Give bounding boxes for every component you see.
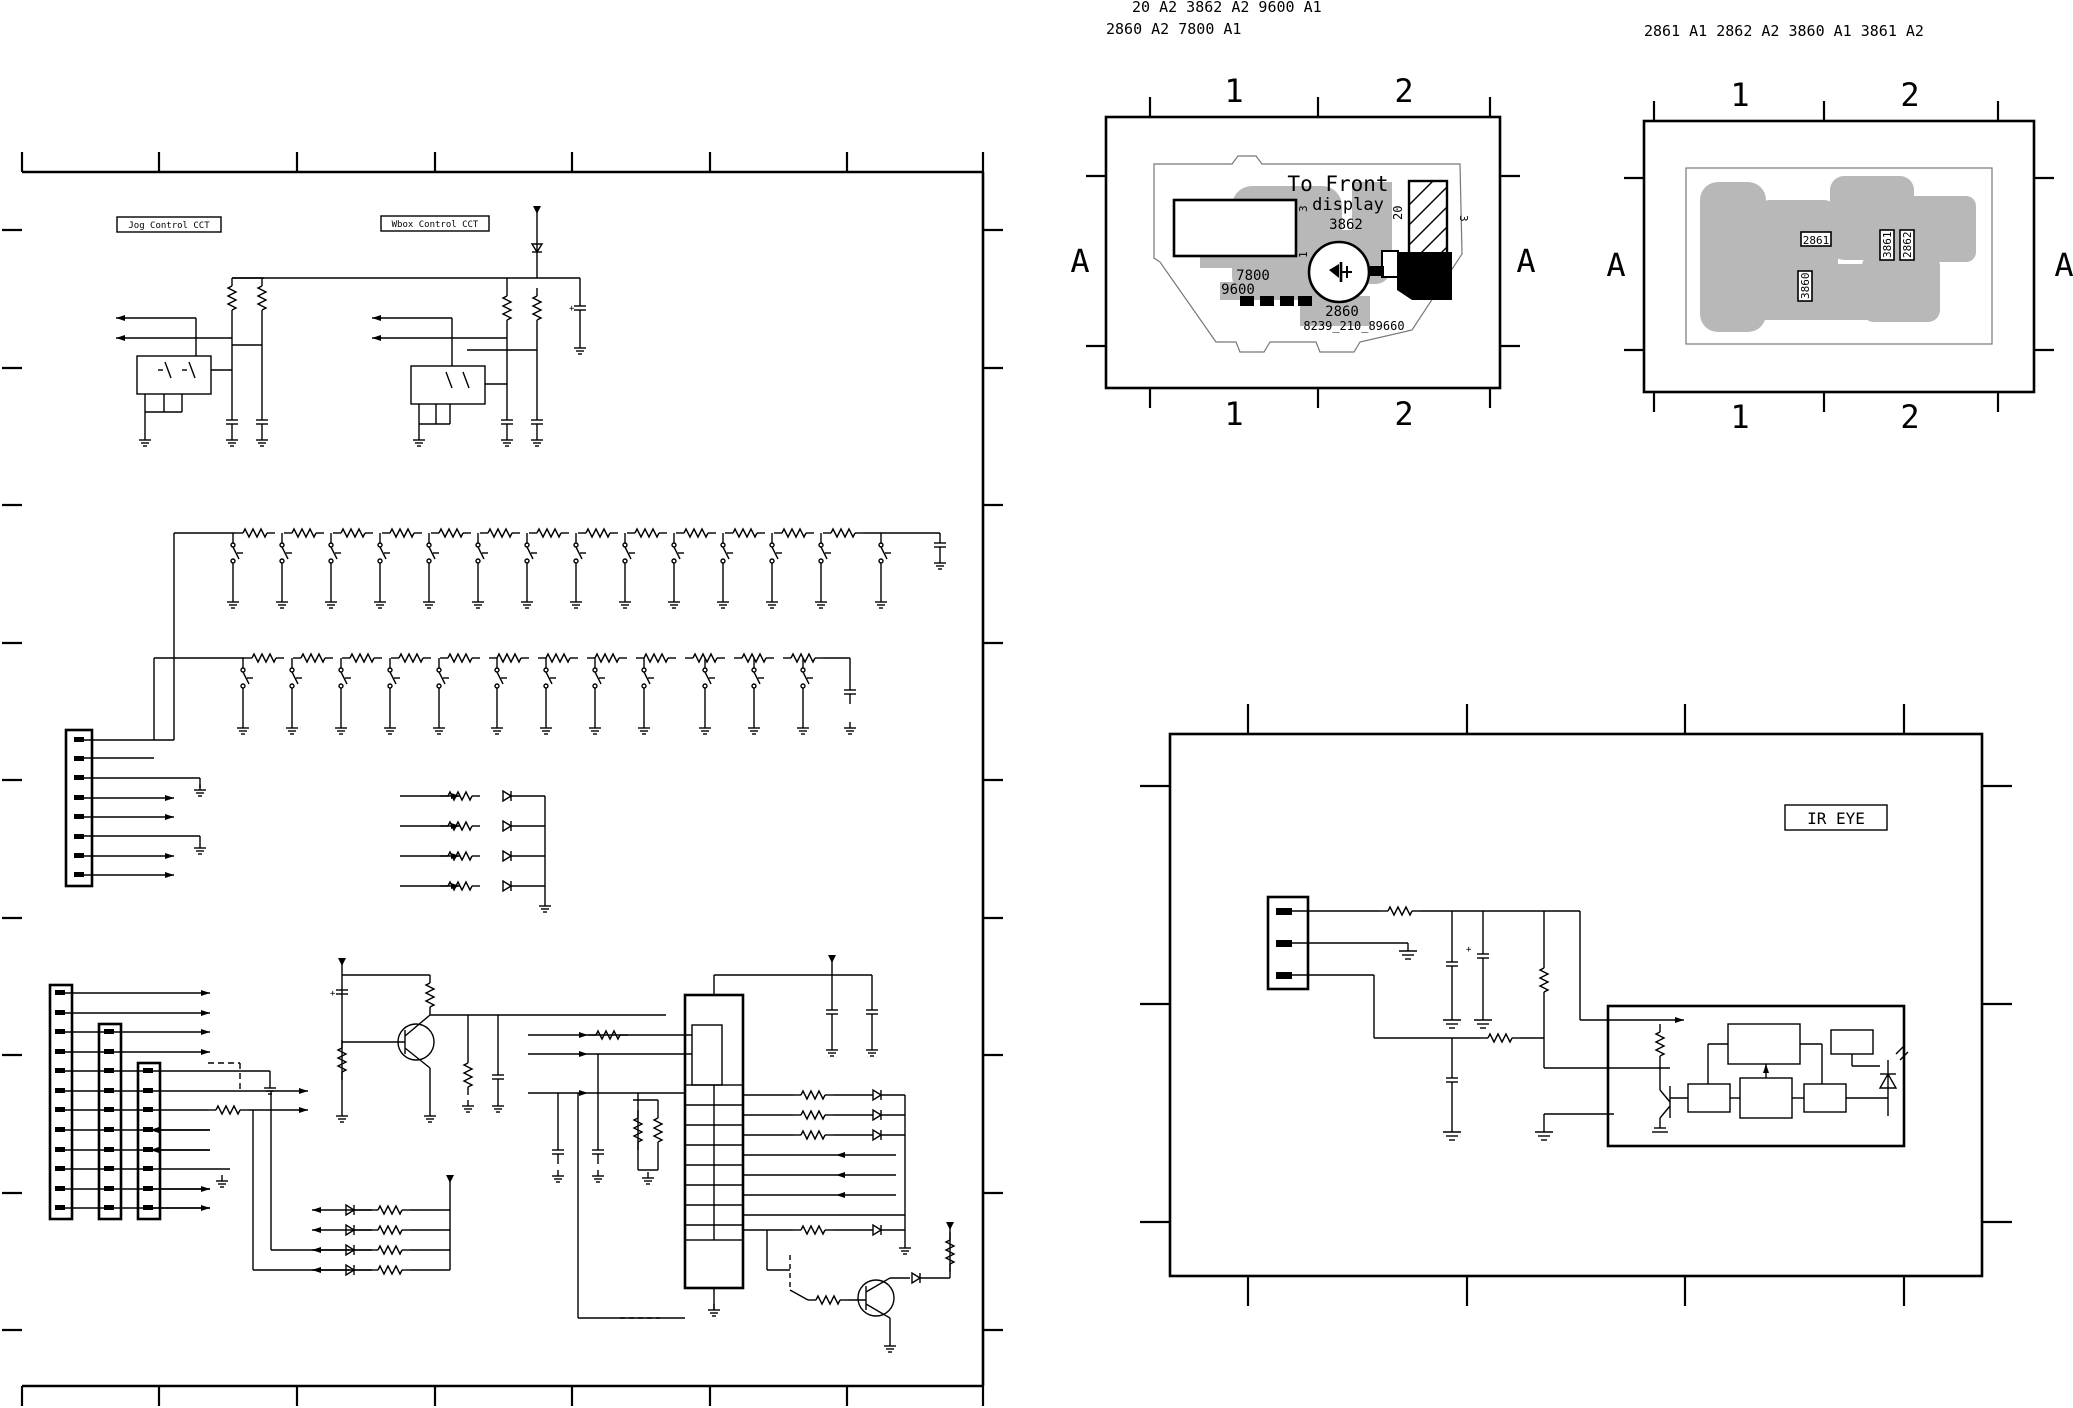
pcb-left-col2-top: 2 (1394, 72, 1413, 110)
pcb-left-ref-3862: 3862 (1329, 217, 1363, 233)
pcb-right-ref-2861: 2861 (1803, 234, 1830, 247)
key-ladder-1 (173, 528, 947, 740)
pcb-right-ref-3861: 3861 (1881, 232, 1894, 259)
connector-left-1 (64, 728, 207, 888)
main-schematic: Jog Control CCT Wbox Control CCT (2, 152, 1003, 1406)
pcb-right-ref-2862: 2862 (1901, 232, 1914, 259)
svg-text:+: + (569, 304, 575, 314)
pcb-left-ref-7800: 7800 (1236, 268, 1270, 284)
ic-driver (527, 955, 955, 1353)
svg-text:+: + (330, 989, 336, 999)
pcb-left-pin-3a: 3 (1297, 205, 1310, 212)
pcb-left-pin-1: 1 (1297, 251, 1310, 258)
key-ladder-2 (153, 653, 857, 740)
pcb-view-right: 1 2 1 2 A A 2861 3860 3861 2862 (1606, 76, 2073, 436)
ir-receiver-module (1606, 1004, 1906, 1148)
pcb-right-col1-top: 1 (1730, 76, 1749, 114)
ir-eye-panel: IR EYE + (1140, 704, 2012, 1306)
wbox-label-box (380, 215, 490, 232)
svg-text:+: + (1466, 945, 1472, 955)
left-ref-list-line1: 20 A2 3862 A2 9600 A1 (1132, 0, 1322, 16)
pcb-left-row-left: A (1070, 242, 1089, 280)
pcb-left-display: display (1312, 195, 1384, 215)
pcb-right-col2-bottom: 2 (1900, 398, 1919, 436)
connector-left-stack-pins (55, 990, 153, 1210)
pcb-left-col1-top: 1 (1224, 72, 1243, 110)
pcb-left-col1-bottom: 1 (1224, 395, 1243, 433)
pcb-left-pads (1240, 296, 1312, 306)
left-ref-list-line2: 2860 A2 7800 A1 (1106, 20, 1241, 38)
pcb-left-row-right: A (1516, 242, 1535, 280)
pcb-right-ref-3860: 3860 (1799, 273, 1812, 300)
pcb-right-copper (1700, 176, 1976, 332)
pcb-right-col2-top: 2 (1900, 76, 1919, 114)
jog-label-box (116, 216, 222, 233)
pcb-left-board-id: 8239_210_89660 (1303, 319, 1404, 333)
jog-control-circuit (115, 277, 269, 447)
jog-control-label: Jog Control CCT (128, 221, 210, 231)
right-ref-list: 2861 A1 2862 A2 3860 A1 3861 A2 (1644, 22, 1924, 40)
connector-left-1-pins (74, 737, 84, 877)
pcb-left-pin-3b: 3 (1457, 215, 1470, 222)
pcb-left-ref-20: 20 (1391, 206, 1405, 220)
ir-eye-title: IR EYE (1807, 809, 1865, 828)
wbox-control-label: Wbox Control CCT (392, 220, 479, 230)
pcb-right-row-right: A (2054, 246, 2073, 284)
pcb-right-col1-bottom: 1 (1730, 398, 1749, 436)
pcb-left-ref-2860: 2860 (1325, 304, 1359, 320)
pcb-left-col2-bottom: 2 (1394, 395, 1413, 433)
pcb-left-ref-9600: 9600 (1221, 282, 1255, 298)
pcb-left-to-front: To Front (1287, 172, 1388, 196)
transistor-regulator: + (330, 958, 666, 1123)
pcb-right-row-left: A (1606, 246, 1625, 284)
frame-ticks (2, 152, 1003, 1406)
wbox-control-circuit: + (232, 206, 587, 447)
led-group-lower (311, 1175, 454, 1276)
pcb-view-left: 1 2 1 2 A A (1070, 72, 1535, 433)
connector-left-stack (48, 983, 350, 1271)
ir-eye-label-box (1784, 804, 1888, 831)
led-group-mid (399, 790, 552, 913)
